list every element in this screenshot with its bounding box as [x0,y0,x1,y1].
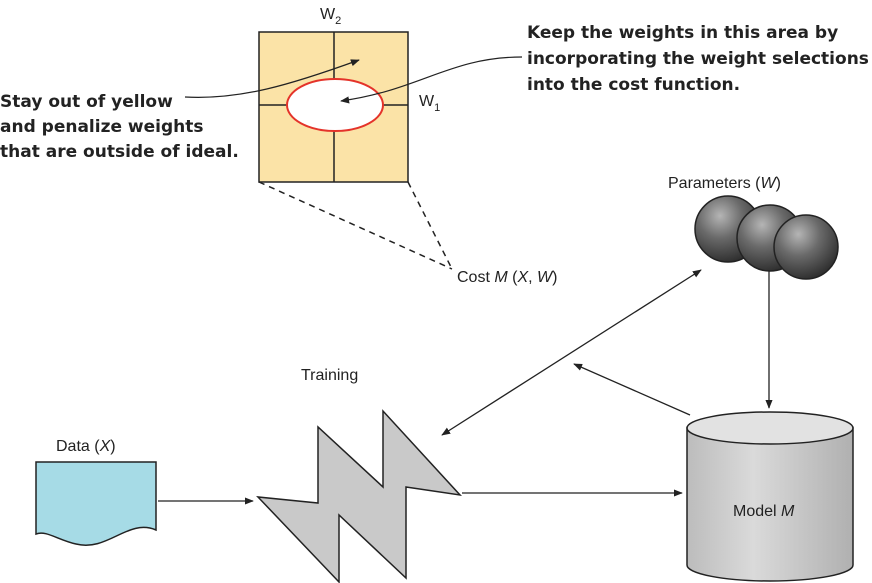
penalty-note-line-1: Stay out of yellow [0,92,173,112]
weight-space-plot: W2 W1 [258,6,440,183]
parameter-sphere-3 [773,214,839,280]
ideal-pointer-arrow [340,56,523,104]
penalty-note-line-3: that are outside of ideal. [0,142,239,162]
w2-axis-label: W2 [320,6,341,27]
training-zigzag-shape [256,409,462,583]
ideal-weight-region [286,78,384,132]
ideal-area-note-line-1: Keep the weights in this area by [527,23,838,43]
penalty-pointer-arrow [184,59,360,98]
ideal-area-note: Keep the weights in this area by incorpo… [527,23,872,95]
parameters-label: Parameters (W) [668,175,781,192]
model-cylinder-body [686,427,854,582]
penalty-note-line-2: and penalize weights [0,117,204,137]
model-cylinder: Model M [686,411,854,582]
cost-projection-left [258,181,453,270]
model-feedback-arrow [573,363,691,416]
ideal-area-note-line-2: incorporating the weight selections [527,49,869,69]
penalty-note: Stay out of yellow and penalize weights … [0,92,239,162]
data-label: Data (X) [56,438,116,455]
training-parameters-arrow [441,269,702,436]
model-label: Model M [733,503,795,520]
training-label: Training [301,367,358,384]
model-cylinder-top [686,411,854,445]
cost-projection-right [407,181,453,270]
data-document-shape [35,461,157,546]
ideal-area-note-line-3: into the cost function. [527,75,740,95]
cost-label: Cost M (X, W) [457,269,557,286]
parameter-spheres [694,195,839,280]
w1-axis-label: W1 [419,93,440,114]
